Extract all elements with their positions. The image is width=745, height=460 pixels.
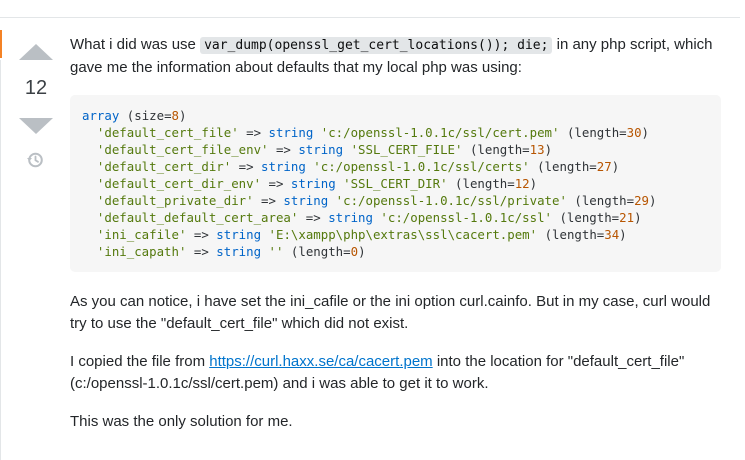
code-type: string <box>268 125 314 140</box>
code-value: 'c:/openssl-1.0.1c/ssl/certs' <box>313 159 530 174</box>
code-key: 'default_private_dir' <box>96 193 254 208</box>
code-line: 'ini_cafile' => string 'E:\xampp\php\ext… <box>96 227 627 242</box>
code-type: string <box>216 244 262 259</box>
code-key: 'ini_cafile' <box>96 227 187 242</box>
answer-body: What i did was use var_dump(openssl_get_… <box>70 34 730 433</box>
paragraph-copied: I copied the file from https://curl.haxx… <box>70 351 730 395</box>
code-length-value: 13 <box>529 142 545 157</box>
top-divider <box>0 17 740 18</box>
code-length-value: 27 <box>596 159 612 174</box>
cacert-link[interactable]: https://curl.haxx.se/ca/cacert.pem <box>209 353 433 370</box>
code-length-label: (length= <box>544 227 605 242</box>
code-length-label: (length= <box>469 142 530 157</box>
upvote-arrow-icon <box>19 44 53 60</box>
code-key: 'default_cert_dir_env' <box>96 176 262 191</box>
code-length-value: 29 <box>634 193 649 208</box>
code-value: 'SSL_CERT_DIR' <box>343 176 448 191</box>
code-length-value: 21 <box>619 210 635 225</box>
code-key: 'default_cert_file_env' <box>96 142 269 157</box>
code-type: string <box>298 142 344 157</box>
code-type: string <box>261 159 306 174</box>
code-length-value: 30 <box>626 125 642 140</box>
vote-count: 12 <box>24 77 48 99</box>
code-line: 'default_cert_file_env' => string 'SSL_C… <box>96 142 553 157</box>
code-length-label: (length= <box>574 193 635 208</box>
code-value: 'E:\xampp\php\extras\ssl\cacert.pem' <box>268 227 538 242</box>
paragraph-intro: What i did was use var_dump(openssl_get_… <box>70 34 730 79</box>
code-length-label: (length= <box>537 159 597 174</box>
code-value: 'SSL_CERT_FILE' <box>350 142 463 157</box>
intro-text-end: in any php script, which gave me the inf… <box>70 36 713 76</box>
intro-text: What i did was use <box>70 36 201 53</box>
code-block: array (size=8) 'default_cert_file' => st… <box>70 95 721 272</box>
code-length-value: 12 <box>514 176 530 191</box>
code-length-label: (length= <box>559 210 620 225</box>
history-icon[interactable] <box>25 150 45 170</box>
code-length-value: 34 <box>604 227 620 242</box>
code-size-value: 8 <box>171 108 180 123</box>
code-size-label: (size= <box>126 108 172 123</box>
copied-text-end: into the location for "default_cert_file… <box>70 353 685 392</box>
vote-cell: 12 <box>15 40 57 168</box>
code-line: 'default_cert_file' => string 'c:/openss… <box>96 125 650 140</box>
code-length-label: (length= <box>455 176 515 191</box>
code-type: string <box>283 193 329 208</box>
code-length-value: 0 <box>350 244 359 259</box>
code-line: 'default_cert_dir' => string 'c:/openssl… <box>96 159 620 174</box>
code-length-label: (length= <box>566 125 627 140</box>
copied-text: I copied the file from <box>70 353 210 370</box>
code-value: 'c:/openssl-1.0.1c/ssl/cert.pem' <box>320 125 560 140</box>
code-line: 'default_default_cert_area' => string 'c… <box>96 210 642 225</box>
downvote-arrow-icon <box>19 118 53 134</box>
code-value: '' <box>268 244 284 259</box>
inline-code: var_dump(openssl_get_cert_locations()); … <box>200 37 553 54</box>
code-type: string <box>216 227 262 242</box>
code-line: 'default_private_dir' => string 'c:/open… <box>96 193 657 208</box>
code-size-close: ) <box>179 108 187 123</box>
code-key: 'ini_capath' <box>96 244 187 259</box>
code-type: string <box>328 210 373 225</box>
code-key: 'default_cert_dir' <box>96 159 232 174</box>
code-value: 'c:/openssl-1.0.1c/ssl' <box>380 210 552 225</box>
accepted-accent-bar <box>0 30 2 58</box>
paragraph-conclusion: This was the only solution for me. <box>70 413 293 430</box>
code-array-keyword: array <box>82 108 120 123</box>
code-type: string <box>290 176 336 191</box>
left-divider <box>0 60 1 460</box>
code-key: 'default_cert_file' <box>96 125 239 140</box>
code-line: 'default_cert_dir_env' => string 'SSL_CE… <box>96 176 538 191</box>
code-line: 'ini_capath' => string '' (length=0) <box>96 244 366 259</box>
downvote-button[interactable] <box>15 116 57 142</box>
code-value: 'c:/openssl-1.0.1c/ssl/private' <box>335 193 567 208</box>
code-length-label: (length= <box>290 244 351 259</box>
upvote-button[interactable] <box>15 40 57 66</box>
paragraph-notice: As you can notice, i have set the ini_ca… <box>70 293 711 332</box>
code-key: 'default_default_cert_area' <box>96 210 299 225</box>
